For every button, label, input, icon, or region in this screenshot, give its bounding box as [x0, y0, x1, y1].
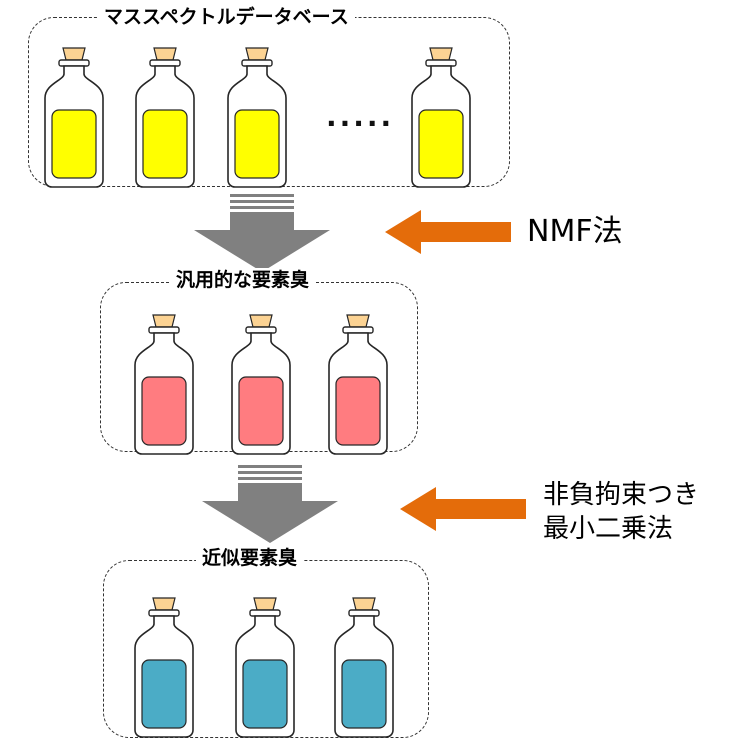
bottle-rim — [342, 326, 374, 334]
bottle-liquid — [141, 376, 187, 446]
bottle-liquid — [418, 109, 464, 179]
down-arrow-icon — [192, 194, 332, 274]
cork-icon — [249, 314, 273, 328]
cork-icon — [152, 314, 176, 328]
database-group-title: マススペクトルデータベース — [98, 5, 355, 29]
method-label-line1: 非負拘束つき — [543, 480, 700, 510]
method-label-line1: NMF法 — [527, 214, 623, 249]
down-arrow-icon — [200, 465, 340, 545]
bottle-liquid — [242, 659, 288, 729]
bottle-rim — [249, 609, 281, 617]
cork-icon — [62, 47, 86, 61]
cork-icon — [253, 597, 277, 611]
bottle-rim — [425, 59, 457, 67]
bottle-liquid — [51, 109, 97, 179]
bottle-rim — [149, 59, 181, 67]
bottle-rim — [241, 59, 273, 67]
cork-icon — [153, 47, 177, 61]
cork-icon — [152, 597, 176, 611]
cork-icon — [429, 47, 453, 61]
ellipsis: ..... — [326, 100, 395, 133]
method-label-line2: 最小二乗法 — [543, 514, 674, 544]
bottle — [230, 309, 292, 459]
bottle — [43, 42, 105, 192]
left-arrow-icon — [385, 208, 515, 256]
method-label-nmf: NMF法 — [527, 212, 623, 252]
bottle — [134, 42, 196, 192]
bottle-rim — [245, 326, 277, 334]
bottle-liquid — [341, 659, 387, 729]
general-element-group-title: 汎用的な要素臭 — [170, 268, 316, 292]
bottle — [226, 42, 288, 192]
bottle-liquid — [238, 376, 284, 446]
bottle-liquid — [335, 376, 381, 446]
cork-icon — [245, 47, 269, 61]
bottle — [333, 592, 395, 742]
bottle-liquid — [142, 109, 188, 179]
bottle-liquid — [234, 109, 280, 179]
bottle — [410, 42, 472, 192]
bottle-rim — [148, 326, 180, 334]
bottle — [234, 592, 296, 742]
bottle-rim — [348, 609, 380, 617]
cork-icon — [352, 597, 376, 611]
bottle-rim — [58, 59, 90, 67]
bottle — [133, 309, 195, 459]
cork-icon — [346, 314, 370, 328]
method-label-nnls: 非負拘束つき 最小二乗法 — [543, 478, 699, 546]
bottle-liquid — [141, 659, 187, 729]
bottle — [133, 592, 195, 742]
approx-element-group-title: 近似要素臭 — [196, 546, 304, 570]
bottle-rim — [148, 609, 180, 617]
left-arrow-icon — [400, 485, 530, 533]
bottle — [327, 309, 389, 459]
